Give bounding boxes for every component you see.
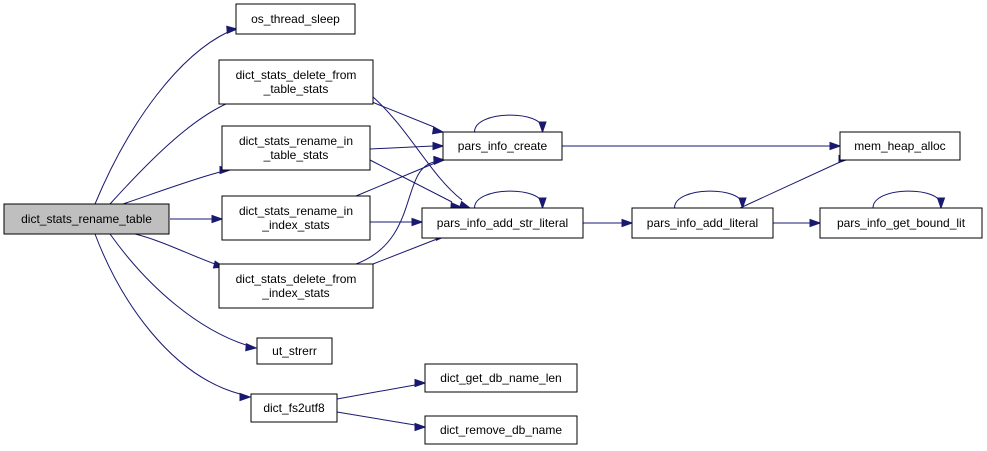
edge-fs2utf8-to-db_name_len (336, 378, 427, 400)
edge-root-to-os_thread_sleep (94, 25, 239, 205)
node-pi-bound[interactable]: pars_info_get_bound_lit (819, 207, 983, 239)
node-label: pars_info_create (458, 139, 548, 153)
node-label: ut_strerr (272, 344, 317, 358)
edge-pi_add_lit-to-pi_add_lit (674, 190, 747, 210)
node-label: dict_stats_delete_from (236, 68, 357, 82)
node-label: pars_info_add_str_literal (437, 216, 568, 230)
node-del-table[interactable]: dict_stats_delete_from_table_stats (218, 59, 374, 105)
node-os-thread-sleep[interactable]: os_thread_sleep (235, 3, 356, 35)
node-label: dict_stats_rename_in (239, 204, 353, 218)
node-pi-add-lit[interactable]: pars_info_add_literal (631, 207, 774, 239)
node-label: _table_stats (263, 82, 329, 96)
node-label: mem_heap_alloc (854, 139, 945, 153)
node-root[interactable]: dict_stats_rename_table (3, 203, 170, 235)
node-db-name-len[interactable]: dict_get_db_name_len (424, 363, 578, 393)
node-pi-create[interactable]: pars_info_create (442, 131, 563, 161)
node-label: dict_stats_delete_from (236, 272, 357, 286)
edge-pi_bound-to-pi_bound (872, 190, 946, 210)
node-label: pars_info_get_bound_lit (837, 216, 966, 230)
edge-del_index-to-pi_create (355, 155, 446, 265)
edge-root-to-ren_table (119, 165, 232, 206)
edge-root-to-ren_index (170, 214, 224, 224)
edge-ren_index-to-pi_add_str (370, 217, 424, 227)
node-label: dict_get_db_name_len (440, 371, 561, 385)
edge-ren_table-to-pi_create (369, 141, 445, 151)
edge-root-to-ut_strerr (109, 233, 258, 352)
node-label: dict_stats_rename_table (21, 212, 152, 226)
node-ren-index[interactable]: dict_stats_rename_in_index_stats (221, 195, 371, 241)
edge-root-to-del_index (134, 233, 226, 269)
edge-pi_create-to-mem_heap (562, 141, 842, 151)
edge-root-to-fs2utf8 (94, 233, 252, 402)
call-graph-edges (94, 25, 946, 432)
call-graph-nodes: dict_stats_rename_table os_thread_sleepdi… (3, 3, 983, 445)
node-del-index[interactable]: dict_stats_delete_from_index_stats (218, 263, 374, 309)
node-label: _index_stats (261, 218, 329, 232)
node-ut-strerr[interactable]: ut_strerr (256, 337, 333, 365)
node-label: _index_stats (261, 286, 329, 300)
node-pi-add-str[interactable]: pars_info_add_str_literal (421, 207, 584, 239)
node-label: dict_stats_rename_in (239, 134, 353, 148)
node-label: os_thread_sleep (251, 12, 340, 26)
node-ren-table[interactable]: dict_stats_rename_in_table_stats (221, 125, 371, 171)
node-label: dict_fs2utf8 (263, 401, 325, 415)
node-label: _table_stats (263, 148, 329, 162)
node-label: dict_remove_db_name (440, 423, 562, 437)
node-label: pars_info_add_literal (647, 216, 758, 230)
node-remove-db[interactable]: dict_remove_db_name (424, 415, 578, 445)
edge-pi_add_lit-to-mem_heap (739, 154, 851, 209)
edge-pi_add_lit-to-pi_bound (773, 218, 822, 228)
edge-fs2utf8-to-remove_db (336, 411, 427, 432)
edge-pi_create-to-pi_create (474, 114, 547, 134)
node-fs2utf8[interactable]: dict_fs2utf8 (250, 393, 338, 423)
edge-pi_add_str-to-pi_add_str (474, 190, 547, 210)
edge-pi_add_str-to-pi_add_lit (583, 218, 634, 228)
node-mem-heap[interactable]: mem_heap_alloc (839, 131, 961, 161)
edge-root-to-del_table (109, 94, 240, 205)
